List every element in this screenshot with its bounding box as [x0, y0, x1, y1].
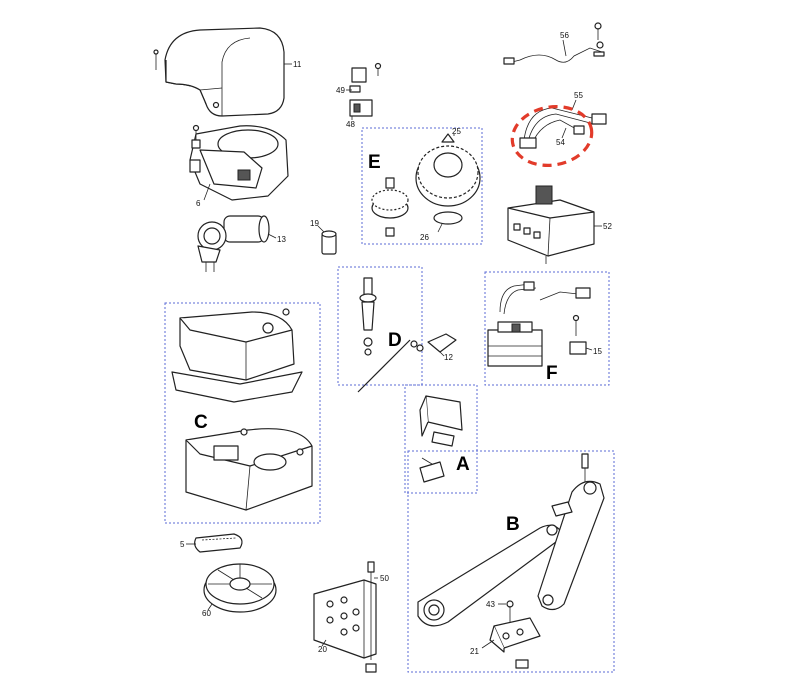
- group-label-d: D: [388, 330, 402, 351]
- callout-56: 56: [560, 31, 569, 40]
- group-label-f: F: [546, 363, 558, 384]
- group-e-border: [361, 127, 483, 245]
- group-b-arm: [417, 453, 605, 669]
- group-label-c: C: [194, 412, 208, 433]
- part-11-cover: [153, 27, 292, 117]
- group-a-border: [404, 384, 478, 494]
- callout-52: 52: [603, 222, 612, 231]
- callout-20: 20: [318, 645, 327, 654]
- group-d-shaft: [357, 277, 457, 393]
- callout-55: 55: [574, 91, 583, 100]
- callout-49: 49: [336, 86, 345, 95]
- group-b-border: [407, 450, 615, 673]
- callout-13: 13: [277, 235, 286, 244]
- group-f-transformer: [487, 281, 593, 367]
- callout-54: 54: [556, 138, 565, 147]
- part-52-control-module: [507, 185, 602, 264]
- group-d-border: [337, 266, 423, 386]
- part-56-cable: [503, 22, 605, 65]
- part-5-gear-segment: [186, 533, 243, 553]
- callout-5: 5: [180, 540, 185, 549]
- callout-50: 50: [380, 574, 389, 583]
- group-c-base-housing: [171, 308, 313, 511]
- callout-15: 15: [593, 347, 602, 356]
- callout-25: 25: [452, 127, 461, 136]
- group-e-gears: [371, 133, 481, 237]
- highlight-circle: [510, 105, 594, 167]
- callout-11: 11: [293, 60, 302, 69]
- part-50-20-mounting-plate: [313, 561, 378, 673]
- group-label-a: A: [456, 454, 470, 475]
- callout-60: 60: [202, 609, 211, 618]
- group-c-border: [164, 302, 321, 524]
- callout-12: 12: [444, 353, 453, 362]
- callout-26: 26: [420, 233, 429, 242]
- group-label-e: E: [368, 152, 381, 173]
- callout-21: 21: [470, 647, 479, 656]
- callout-43: 43: [486, 600, 495, 609]
- callout-6: 6: [196, 199, 201, 208]
- part-19-spacer: [317, 225, 337, 255]
- part-60-pulley: [203, 563, 277, 613]
- part-6-gear-housing: [189, 124, 289, 201]
- callout-48: 48: [346, 120, 355, 129]
- group-f-border: [484, 271, 610, 386]
- callout-19: 19: [310, 219, 319, 228]
- part-13-motor: [197, 215, 277, 272]
- group-a-brackets: [419, 395, 463, 483]
- group-label-b: B: [506, 514, 520, 535]
- part-49-48-switch: [346, 62, 382, 120]
